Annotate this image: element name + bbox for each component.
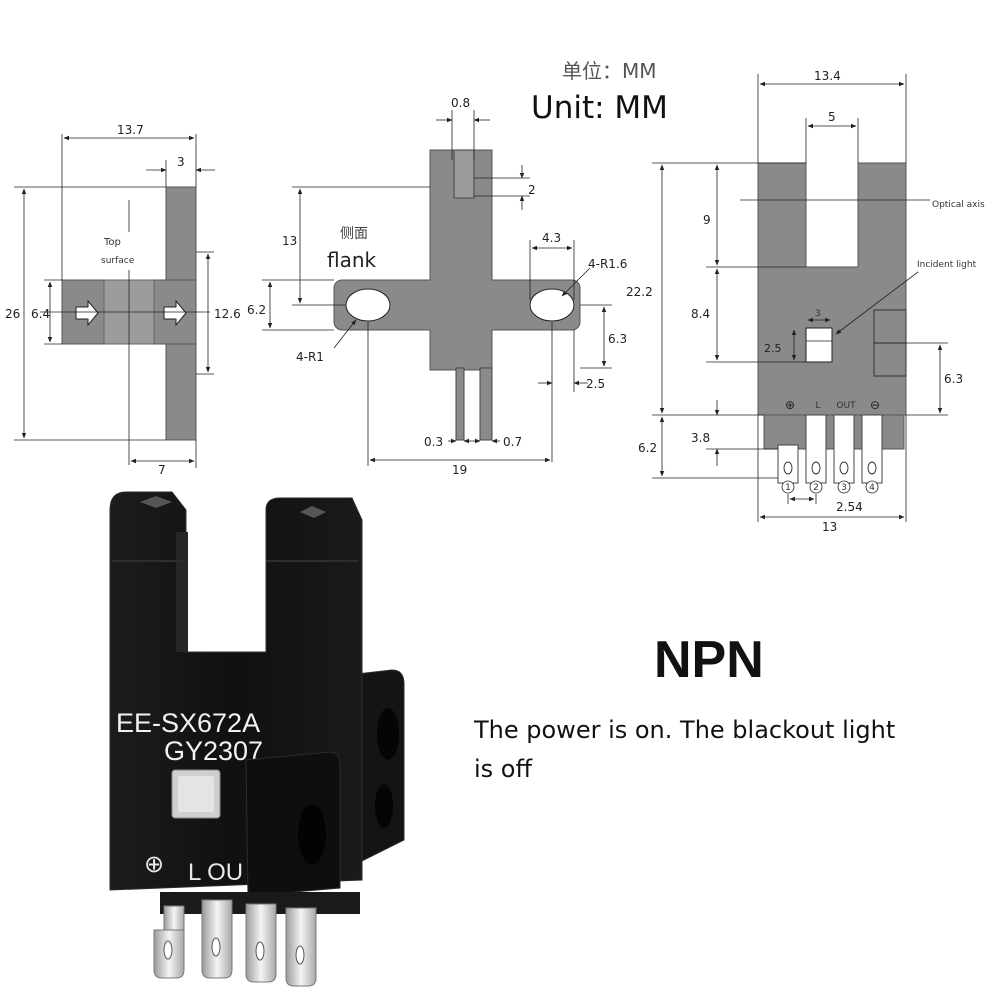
mount-hole-right [529,288,575,322]
unit-text: Unit: MM [531,90,668,126]
dim-total-h: 22.2 [626,285,653,299]
dim-pin-zone: 6.2 [638,441,657,455]
dim-depth: 3 [177,155,185,169]
spec-type: NPN [654,631,764,689]
dim-mid-h: 6.2 [247,303,266,317]
pin-label-out: OUT [836,401,856,411]
dim-radius-small: 4-R1 [296,350,324,364]
top-surface-label-2: surface [101,256,135,266]
pin-number-1: 1 [785,483,791,493]
dim-emit-h: 8.4 [691,307,710,321]
dim-offset: 6.3 [608,332,627,346]
pin-label-plus: ⊕ [785,398,795,412]
dim-pitch: 2.54 [836,500,863,514]
dim-width: 13.7 [117,123,144,137]
front-view: 1 2 3 4 ⊕ L OUT ⊖ 13.4 5 Optical axis In… [626,69,985,534]
arrow-right-icon [163,299,187,327]
dim-pin-a: 0.3 [424,435,443,449]
dim-slot-w: 5 [828,110,836,124]
optical-axis-label: Optical axis [932,200,985,210]
dim-pin-len: 3.8 [691,431,710,445]
emitter-window [805,327,833,363]
dim-span: 19 [452,463,467,477]
arrow-left-icon [75,299,99,327]
flank-ghost-text: 侧面 [340,226,368,242]
dim-window-w: 3 [815,309,821,319]
sensor-product: EE-SX672A GY2307 ⊕ L OU [109,491,405,987]
dim-top-h: 13 [282,234,297,248]
dim-window-h: 2.5 [764,342,782,355]
unit-ghost-text: 单位：MM [562,59,657,83]
top-surface-view: 13.7 3 26 6.4 12.6 7 Top surface [5,123,241,477]
polarity-plus-icon: ⊕ [144,851,164,878]
dim-base-w: 13 [822,520,837,534]
pin-label-minus: ⊖ [870,398,880,412]
top-surface-label-1: Top [103,237,121,248]
dim-gap: 2.5 [586,377,605,391]
dim-slot: 6.4 [31,307,50,321]
pin-number-2: 2 [813,483,819,493]
pin-b [479,367,493,441]
pin-number-3: 3 [841,483,847,493]
dim-slit-gap: 2 [528,183,536,197]
dim-side: 12.6 [214,307,241,321]
dim-base: 7 [158,463,166,477]
dim-slit: 0.8 [451,96,470,110]
pin-number-4: 4 [869,483,875,493]
pin-a [455,367,465,441]
dim-height: 26 [5,307,20,321]
incident-light-label: Incident light [917,260,977,270]
dim-pin-b: 0.7 [503,435,522,449]
sensor-pins [153,892,360,987]
spec-panel: NPN The power is on. The blackout light … [473,631,895,783]
polarity-marking: L OU [188,859,243,886]
spec-line-2: is off [474,755,532,783]
dim-radius-big: 4-R1.6 [588,257,627,271]
product-model: EE-SX672A [116,708,260,738]
front-body [757,162,907,416]
spec-line-1: The power is on. The blackout light [473,716,895,744]
dim-front-width: 13.4 [814,69,841,83]
mount-hole-left [345,288,391,322]
flank-label: flank [327,248,377,272]
front-pins [763,414,905,484]
dim-side-h: 6.3 [944,372,963,386]
unit-label: 单位：MM Unit: MM [528,59,688,126]
dim-hole-w: 4.3 [542,231,561,245]
dim-slot-d: 9 [703,213,711,227]
flank-view: 0.8 2 13 6.2 4.3 4-R1.6 4-R1 6.3 [247,96,627,477]
pin-label-l: L [815,401,820,411]
